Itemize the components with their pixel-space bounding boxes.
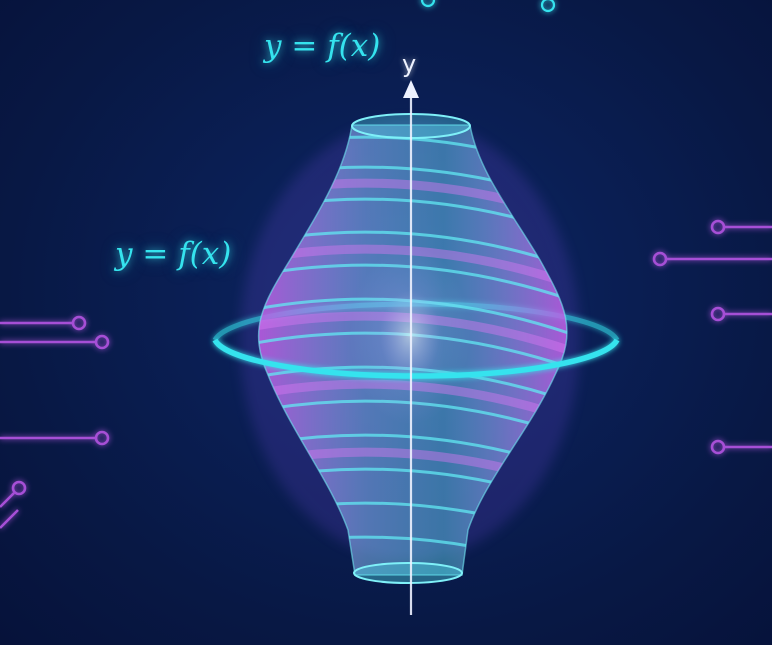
formula-label-top: y = f(x) bbox=[264, 28, 381, 64]
formula-label-left: y = f(x) bbox=[115, 236, 232, 272]
circuit-trace-icon bbox=[0, 315, 110, 529]
bottom-rim bbox=[353, 562, 463, 584]
axis-arrow-icon bbox=[403, 80, 419, 615]
circuit-trace-icon bbox=[420, 0, 556, 13]
circuit-traces bbox=[0, 0, 772, 529]
circuit-trace-icon bbox=[652, 219, 772, 455]
revolution-ring-icon bbox=[212, 338, 620, 379]
axis-label-y: y bbox=[402, 50, 417, 78]
